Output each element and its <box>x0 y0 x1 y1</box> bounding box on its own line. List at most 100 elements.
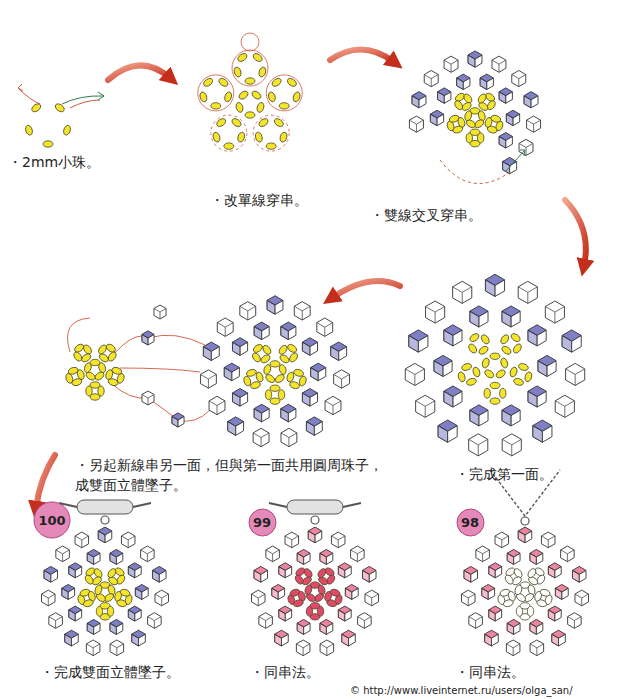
partial-first-face <box>490 114 501 123</box>
pendant-100 <box>110 553 123 564</box>
pendant-100 <box>152 570 166 582</box>
first-face-copy <box>274 373 286 384</box>
pendant-100 <box>87 620 100 635</box>
partial-first-face <box>499 137 512 149</box>
pendant-100 <box>42 594 56 606</box>
first-face <box>518 287 537 304</box>
step-caption: ・雙線交叉穿串。 <box>370 205 482 225</box>
pendant-98 <box>561 550 575 562</box>
pendant-caption: ・同串法。 <box>455 662 525 682</box>
pendant-99 <box>338 610 351 621</box>
first-face-copy <box>325 396 341 414</box>
pendant-99 <box>358 613 372 629</box>
first-face <box>444 330 462 346</box>
first-face <box>416 395 435 417</box>
pendant-100 <box>62 588 75 599</box>
pendant-98 <box>489 567 502 578</box>
bead-flower <box>286 77 298 88</box>
second-face-assembly <box>154 305 166 319</box>
pendant-98 <box>506 644 520 656</box>
pendant-98 <box>503 599 514 608</box>
pendant-100 <box>132 634 146 646</box>
bead-flower <box>266 143 276 149</box>
first-face-copy <box>217 323 233 337</box>
bead-flower <box>254 131 263 142</box>
pendant-98 <box>462 594 476 606</box>
pendant-100 <box>106 567 117 579</box>
second-face-assembly <box>142 331 154 345</box>
partial-first-face <box>492 60 506 72</box>
pendant-99 <box>275 634 289 646</box>
first-face-copy <box>255 371 264 382</box>
pendant-99 <box>358 617 372 629</box>
partial-first-face <box>424 71 438 87</box>
first-face-copy <box>203 347 219 361</box>
partial-first-face <box>519 139 533 155</box>
first-face-copy <box>253 433 269 447</box>
pendant-98 <box>555 585 568 600</box>
pendant-99 <box>329 588 340 597</box>
pendant-98 <box>575 594 589 606</box>
pendant-99 <box>308 527 322 543</box>
first-face <box>555 395 574 417</box>
first-face <box>461 362 472 371</box>
pendant-99 <box>331 532 345 548</box>
pendant-100 <box>87 623 100 634</box>
pendant-99 <box>279 610 292 621</box>
first-face <box>470 311 488 327</box>
pendant-bail <box>59 500 151 524</box>
first-face-copy <box>317 318 333 336</box>
pendant-100 <box>69 567 82 578</box>
first-face-copy <box>252 343 264 354</box>
first-face-copy <box>286 343 298 354</box>
first-face-copy <box>251 352 262 364</box>
first-face <box>509 366 518 377</box>
pendant-100 <box>44 570 58 582</box>
pendant-99 <box>254 570 268 582</box>
pendant-chain <box>521 517 529 525</box>
pendant-100 <box>110 623 123 634</box>
callout-number: 99 <box>253 515 271 530</box>
first-face-copy <box>281 327 296 340</box>
pendant-bail <box>287 500 343 514</box>
pendant-99 <box>272 585 285 600</box>
partial-first-face <box>409 51 540 184</box>
pendant-98 <box>552 634 566 646</box>
step-arrow <box>332 281 400 298</box>
pendant-99 <box>320 644 334 656</box>
pendant-100 <box>94 584 103 595</box>
pendant-98 <box>572 567 586 583</box>
first-face <box>485 274 504 296</box>
pendant-98 <box>514 584 523 595</box>
pendant-98 <box>530 553 543 564</box>
partial-first-face <box>452 125 463 134</box>
first-face <box>478 345 490 356</box>
pendant-99 <box>297 550 310 565</box>
pendant-98 <box>507 553 520 564</box>
first-face-copy <box>302 342 317 355</box>
second-face-assembly <box>172 413 184 427</box>
first-face-copy <box>334 374 350 388</box>
first-face <box>444 325 462 346</box>
pendant-100 <box>141 546 155 562</box>
pendant-98 <box>526 567 537 579</box>
pendant-98 <box>548 563 561 578</box>
partial-first-face <box>412 92 426 108</box>
pendant-100 <box>155 594 169 606</box>
pendant-98 <box>518 531 532 543</box>
first-face <box>469 434 488 456</box>
first-face-copy <box>224 368 239 381</box>
second-face-assembly <box>172 417 184 428</box>
callout-circle <box>34 502 70 538</box>
pendant-99 <box>345 588 358 599</box>
partial-first-face <box>477 93 488 105</box>
first-face <box>472 366 481 377</box>
pendant-99 <box>252 527 379 655</box>
pendant-99 <box>338 567 351 578</box>
callout-number: 99 <box>248 508 277 537</box>
pendant-99 <box>316 567 327 579</box>
partial-first-face <box>444 60 458 72</box>
pendant-100 <box>135 585 148 600</box>
pendant-100 <box>49 613 63 629</box>
